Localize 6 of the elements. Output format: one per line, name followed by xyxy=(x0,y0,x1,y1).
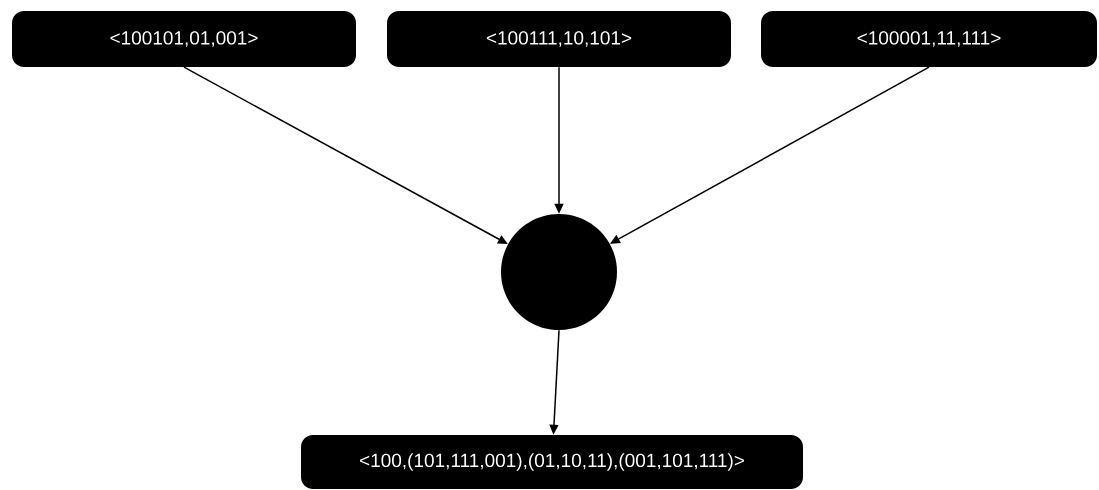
label-box: <100,(101,111,001),(01,10,11),(001,101,111)> xyxy=(301,435,803,489)
label-box: <100111,10,101> xyxy=(387,11,731,67)
label-box: <100101,01,001> xyxy=(12,11,356,67)
arrow xyxy=(610,66,930,244)
circle-node xyxy=(501,214,617,330)
label-box: <100001,11,111> xyxy=(761,11,1097,67)
